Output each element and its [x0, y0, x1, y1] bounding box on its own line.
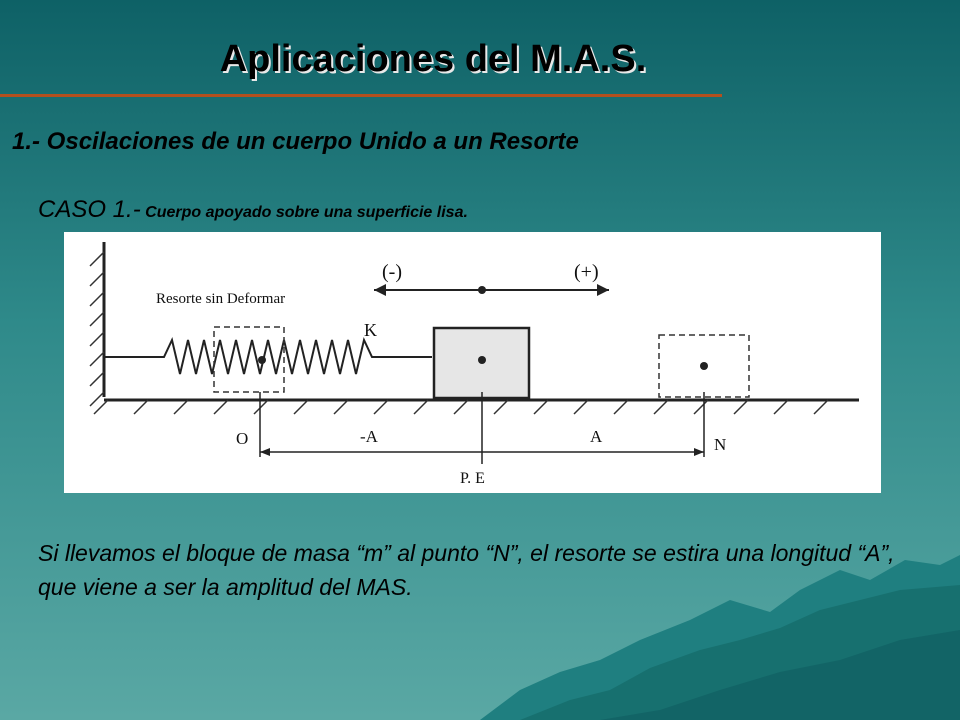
end-label: N [714, 435, 726, 454]
dimension-arrow-right [694, 448, 704, 456]
title-underline [0, 94, 722, 97]
stretched-dashed-box [658, 334, 750, 398]
spring-mass-figure: (-) (+) Resorte sin Deformar K O -A A N … [64, 232, 881, 493]
wall-hatching [89, 251, 105, 407]
case-heading: CASO 1.- [38, 196, 141, 223]
floor-hatching [93, 399, 829, 415]
equilibrium-label: P. E [460, 470, 485, 487]
stretched-center-dot [700, 362, 708, 370]
section-subtitle: 1.- Oscilaciones de un cuerpo Unido a un… [12, 128, 579, 155]
undeformed-dashed-box [213, 326, 285, 393]
amplitude-positive-label: A [590, 427, 603, 446]
block-center-dot [478, 356, 486, 364]
arrow-head-right [597, 284, 609, 296]
spring-constant-label: K [364, 320, 377, 340]
direction-negative-label: (-) [382, 261, 402, 283]
case-line: CASO 1.- Cuerpo apoyado sobre una superf… [38, 196, 468, 224]
spring [104, 336, 432, 375]
origin-label: O [236, 429, 248, 448]
dimension-arrow-left [260, 448, 270, 456]
direction-positive-label: (+) [574, 261, 599, 283]
arrow-head-left [374, 284, 386, 296]
arrow-center-dot [478, 286, 486, 294]
case-description: Cuerpo apoyado sobre una superficie lisa… [145, 204, 468, 221]
spring-diagram: (-) (+) Resorte sin Deformar K O -A A N … [89, 242, 859, 487]
undeformed-center-dot [258, 356, 266, 364]
slide-title: Aplicaciones del M.A.S. [219, 38, 647, 80]
amplitude-negative-label: -A [360, 427, 379, 446]
explanation-text: Si llevamos el bloque de masa “m” al pun… [38, 540, 895, 600]
spring-label: Resorte sin Deformar [156, 291, 285, 307]
